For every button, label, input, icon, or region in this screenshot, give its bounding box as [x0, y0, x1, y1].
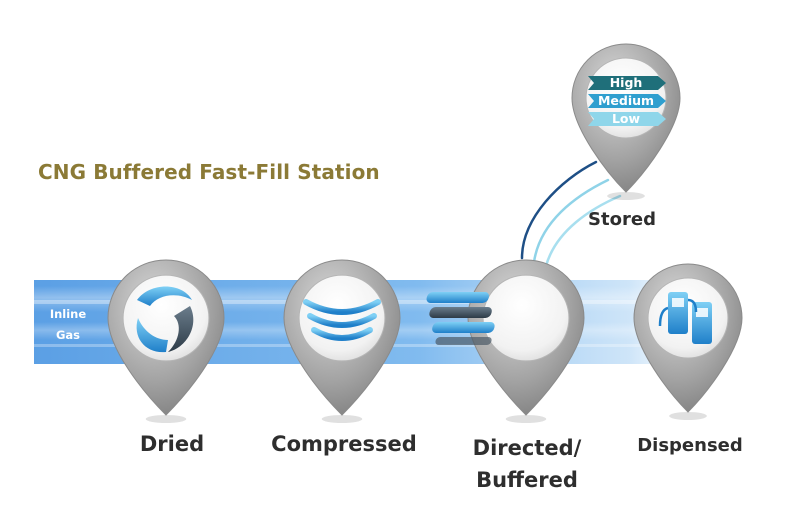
stack-icon [426, 292, 495, 345]
tier-low-badge: Low [588, 111, 666, 126]
storage-connector-lines [520, 160, 622, 268]
inline-gas-line2: Gas [55, 328, 81, 342]
stage-label-compressed: Compressed [271, 432, 417, 456]
pin-dispensed [633, 263, 743, 420]
tier-medium-label: Medium [598, 93, 654, 108]
pin-directed-buffered [426, 259, 585, 423]
tier-high-label: High [610, 75, 643, 90]
stage-label-dispensed: Dispensed [637, 435, 743, 456]
stored-label: Stored [588, 209, 656, 230]
inline-gas-line1: Inline [49, 307, 87, 321]
stage-label-directed: Directed/ [472, 436, 582, 460]
stage-label-buffered: Buffered [476, 468, 578, 492]
stage-label-directed-buffered: Directed/ Buffered [462, 432, 592, 496]
stage-label-dried: Dried [139, 432, 205, 456]
pin-compressed [283, 259, 401, 423]
tier-low-label: Low [612, 111, 641, 126]
tier-medium-badge: Medium [588, 93, 666, 108]
inline-gas-label: Inline Gas [40, 304, 96, 346]
tier-high-badge: High [588, 75, 666, 90]
swirl-icon [136, 286, 194, 353]
waves-icon [303, 299, 381, 341]
fuel-pump-icon [658, 292, 712, 344]
diagram-title: CNG Buffered Fast-Fill Station [38, 160, 380, 184]
pin-dried [107, 259, 225, 423]
